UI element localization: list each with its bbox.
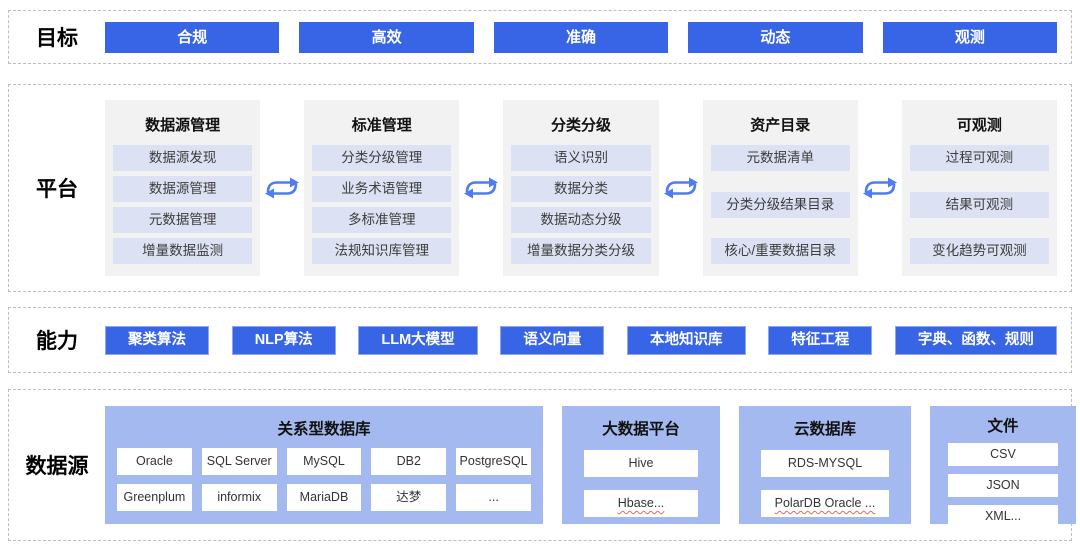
platform-item: 过程可观测 (909, 145, 1050, 171)
platform-item: 业务术语管理 (312, 176, 452, 202)
capability-button-clustering[interactable]: 聚类算法 (105, 325, 209, 355)
platform-item: 结果可观测 (909, 191, 1050, 218)
platform-item: 数据动态分级 (511, 207, 651, 233)
group-bigdata-platform: 大数据平台 Hive Hbase... (562, 406, 720, 524)
platform-column-header: 资产目录 (750, 117, 811, 134)
platform-item: 数据分类 (511, 176, 651, 202)
goal-button-efficiency[interactable]: 高效 (299, 21, 474, 53)
platform-columns-row: 数据源管理 数据源发现 数据源管理 元数据管理 增量数据监测 标准管理 (105, 100, 1071, 276)
exchange-arrow (459, 173, 503, 203)
group-relational-db: 关系型数据库 Oracle SQL Server MySQL DB2 Postg… (105, 406, 543, 524)
platform-item: 数据源管理 (113, 176, 253, 202)
capability-button-llm[interactable]: LLM大模型 (358, 325, 478, 355)
datasource-item: PolarDB Oracle ... (761, 490, 889, 517)
datasource-item: SQL Server (201, 448, 277, 475)
datasource-item: MariaDB (286, 484, 362, 511)
exchange-arrow (858, 173, 902, 203)
platform-column-datasource-mgmt: 数据源管理 数据源发现 数据源管理 元数据管理 增量数据监测 (105, 100, 261, 276)
goals-section: 目标 合规 高效 准确 动态 观测 (8, 10, 1072, 64)
datasource-item: Hbase... (584, 490, 698, 517)
group-header: 云数据库 (793, 421, 856, 438)
platform-column-header: 可观测 (956, 117, 1002, 134)
group-files: 文件 CSV JSON XML... (930, 406, 1076, 528)
datasources-section: 数据源 关系型数据库 Oracle SQL Server MySQL DB2 P… (8, 389, 1076, 541)
capability-button-dict-func-rule[interactable]: 字典、函数、规则 (894, 325, 1057, 355)
platform-item: 语义识别 (511, 145, 651, 171)
platform-item: 增量数据监测 (113, 238, 253, 264)
goal-button-dynamic[interactable]: 动态 (688, 21, 863, 53)
platform-column-standard-mgmt: 标准管理 分类分级管理 业务术语管理 多标准管理 法规知识库管理 (304, 100, 460, 276)
goal-button-observation[interactable]: 观测 (882, 21, 1058, 53)
datasource-item: PostgreSQL (456, 448, 531, 475)
datasource-item: Hive (584, 450, 698, 477)
datasource-item: 达梦 (371, 484, 447, 511)
platform-item: 变化趋势可观测 (909, 238, 1050, 264)
goals-button-row: 合规 高效 准确 动态 观测 (105, 21, 1071, 53)
group-cloud-db: 云数据库 RDS-MYSQL PolarDB Oracle ... (739, 406, 911, 524)
goal-button-accuracy[interactable]: 准确 (493, 21, 669, 53)
exchange-arrow (260, 173, 304, 203)
datasource-item: Greenplum (117, 484, 192, 511)
platform-item: 元数据清单 (710, 145, 850, 171)
exchange-arrow-icon (862, 177, 897, 199)
exchange-arrow-icon (464, 177, 499, 199)
platform-item: 增量数据分类分级 (511, 238, 651, 264)
capability-button-nlp[interactable]: NLP算法 (231, 325, 336, 355)
datasource-item: CSV (948, 443, 1058, 466)
goals-label: 目标 (36, 27, 78, 50)
capability-button-feature-engineering[interactable]: 特征工程 (768, 325, 873, 355)
platform-item: 核心/重要数据目录 (710, 238, 850, 264)
platform-item: 元数据管理 (113, 207, 253, 233)
platform-item: 法规知识库管理 (312, 238, 452, 264)
platform-item: 分类分级管理 (312, 145, 452, 171)
platform-column-header: 标准管理 (351, 117, 412, 134)
capability-button-semantic-vector[interactable]: 语义向量 (500, 325, 605, 355)
datasource-item: Oracle (117, 448, 192, 475)
group-header: 大数据平台 (602, 421, 680, 438)
goal-button-compliance[interactable]: 合规 (105, 21, 280, 53)
exchange-arrow-icon (265, 177, 300, 199)
datasource-item: JSON (948, 474, 1058, 497)
datasource-item: RDS-MYSQL (761, 450, 889, 477)
group-header: 关系型数据库 (277, 421, 371, 438)
datasource-item: DB2 (371, 448, 447, 475)
platform-label: 平台 (36, 178, 78, 201)
group-header: 文件 (987, 418, 1019, 435)
platform-column-asset-catalog: 资产目录 元数据清单 分类分级结果目录 核心/重要数据目录 (702, 100, 858, 276)
datasource-item: informix (201, 484, 277, 511)
exchange-arrow (659, 173, 703, 203)
platform-item: 分类分级结果目录 (710, 191, 850, 218)
platform-item: 多标准管理 (312, 207, 452, 233)
datasources-label: 数据源 (25, 455, 89, 478)
platform-section: 平台 数据源管理 数据源发现 数据源管理 元数据管理 增量数据监测 (8, 84, 1072, 292)
platform-column-classification: 分类分级 语义识别 数据分类 数据动态分级 增量数据分类分级 (503, 100, 659, 276)
capabilities-button-row: 聚类算法 NLP算法 LLM大模型 语义向量 本地知识库 特征工程 字典、函数、… (105, 325, 1071, 355)
capability-button-local-knowledge[interactable]: 本地知识库 (627, 325, 746, 355)
capabilities-section: 能力 聚类算法 NLP算法 LLM大模型 语义向量 本地知识库 特征工程 字典、… (8, 307, 1072, 373)
capabilities-label: 能力 (36, 330, 78, 353)
datasource-item: MySQL (286, 448, 362, 475)
platform-item: 数据源发现 (113, 145, 253, 171)
exchange-arrow-icon (663, 177, 698, 199)
platform-column-header: 分类分级 (551, 117, 612, 134)
datasource-item: ... (456, 484, 531, 511)
platform-column-header: 数据源管理 (145, 117, 221, 134)
platform-column-observability: 可观测 过程可观测 结果可观测 变化趋势可观测 (901, 100, 1058, 276)
datasource-item: XML... (948, 505, 1058, 528)
datasource-groups-row: 关系型数据库 Oracle SQL Server MySQL DB2 Postg… (105, 406, 1080, 528)
